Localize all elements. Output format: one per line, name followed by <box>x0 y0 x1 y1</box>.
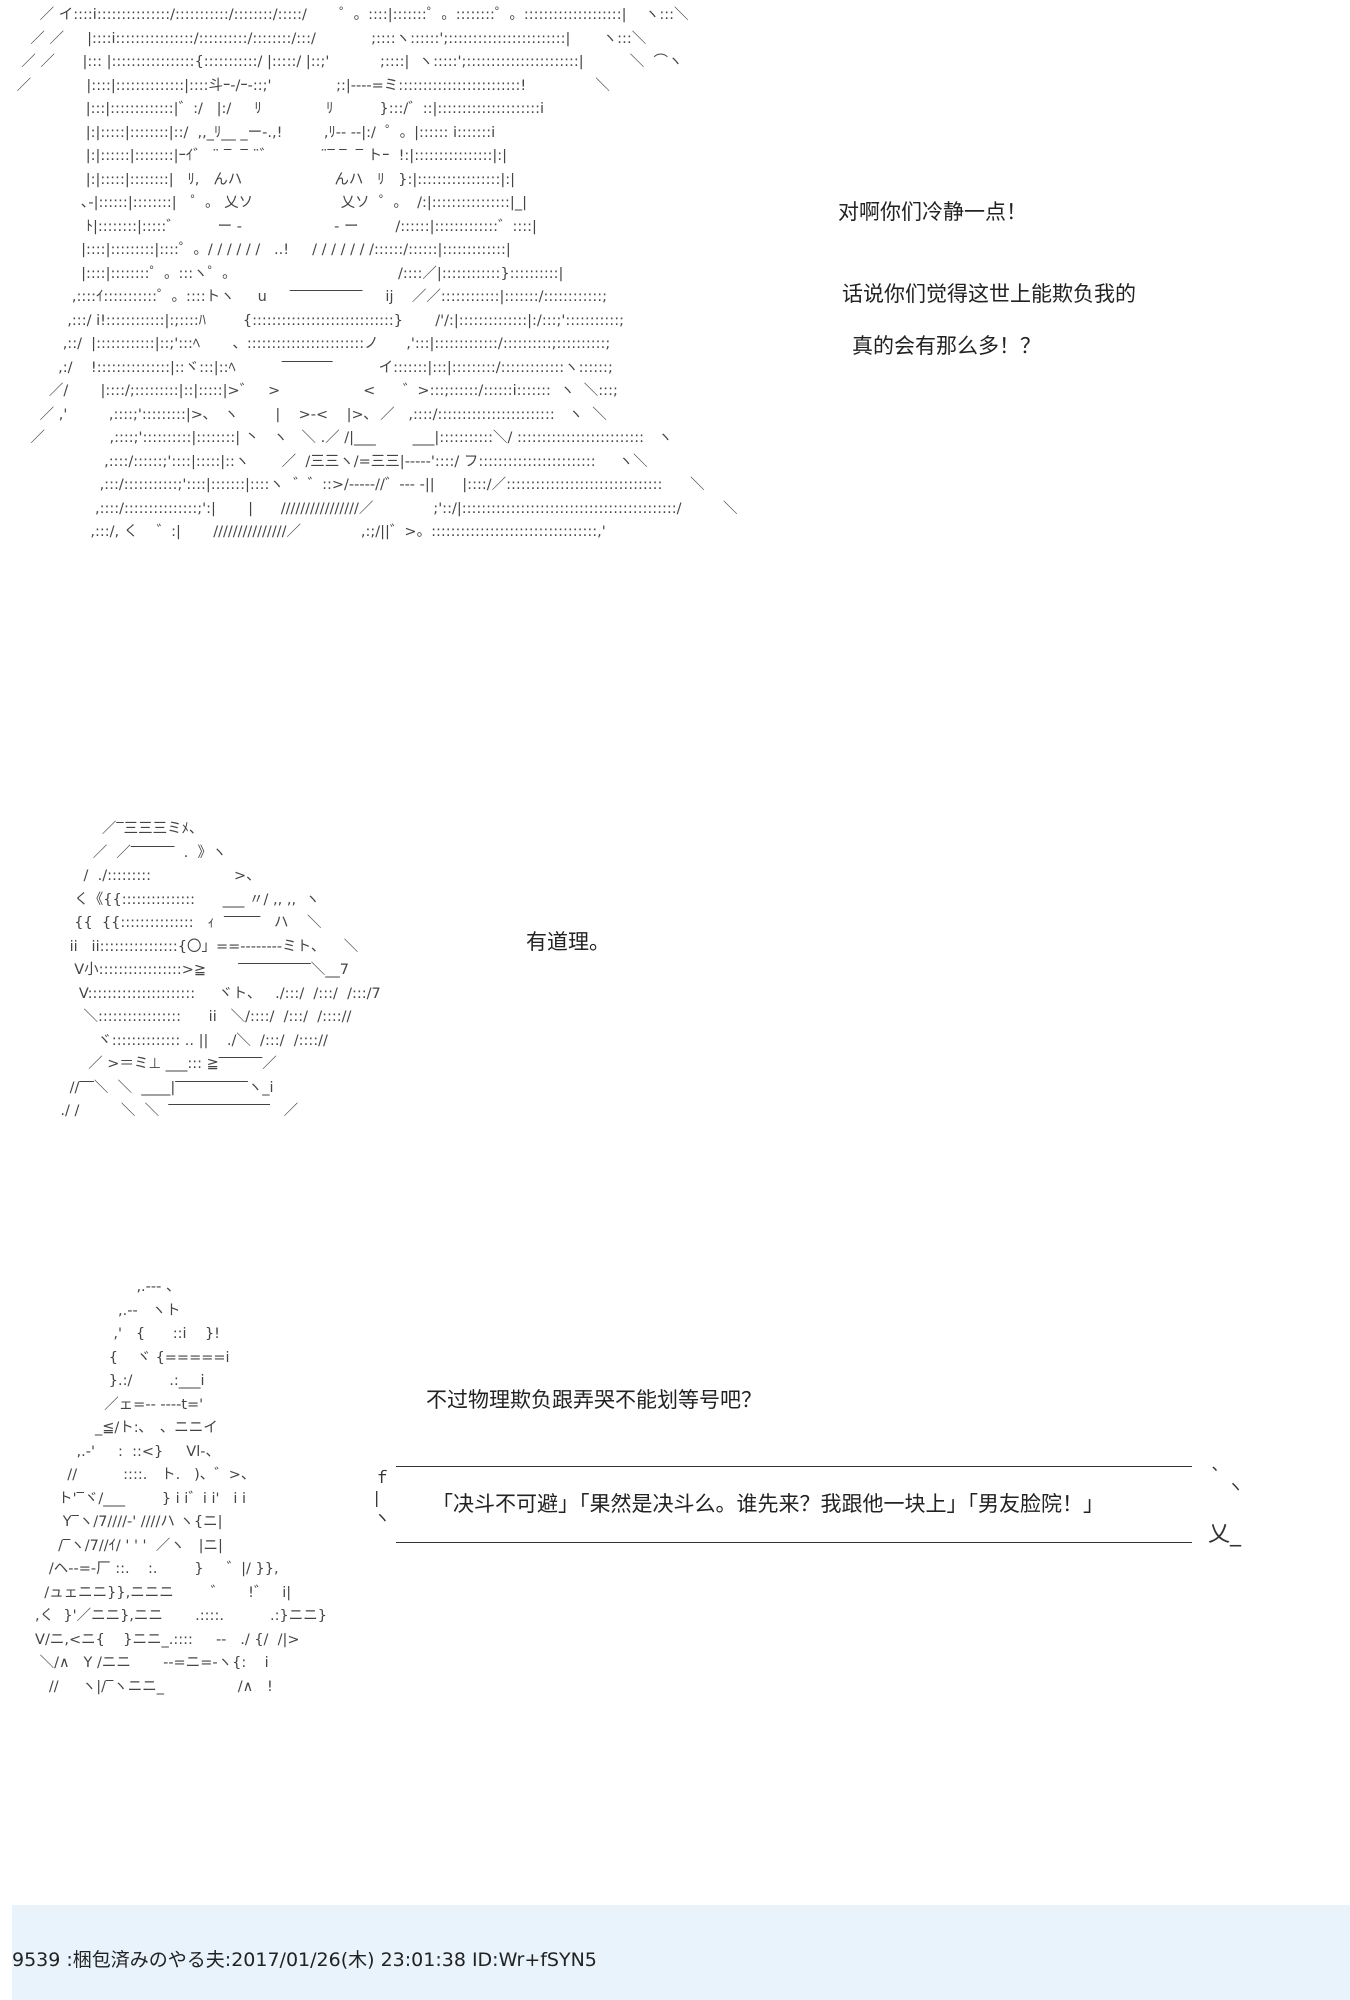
speech-bubble-text: 「决斗不可避」「果然是决斗么。谁先来？我跟他一块上」「男友脸院！」 <box>432 1492 1104 1516</box>
speech-bubble: ｆ | ヽ 「决斗不可避」「果然是决斗么。谁先来？我跟他一块上」「男友脸院！」 … <box>372 1454 1243 1562</box>
ascii-art-scene-3: ,.‐‐- 、 ,.‐‐ ヽト ,' { ::i }! { ヾ {=====i … <box>35 1279 327 1695</box>
ascii-art-scene-1: ／ イ::::i:::::::::::::::/:::::::::::/::::… <box>16 7 738 540</box>
dialogue-line-1: 对啊你们冷静一点！ <box>838 200 1027 224</box>
post-footer: 9539 :梱包済みのやる夫:2017/01/26(木) 23:01:38 ID… <box>12 1905 1350 2000</box>
post-meta: 9539 :梱包済みのやる夫:2017/01/26(木) 23:01:38 ID… <box>12 1949 597 1971</box>
speech-bubble-tail-bottom: 乂_ <box>1208 1522 1242 1547</box>
dialogue-line-4: 有道理。 <box>526 930 610 954</box>
speech-bubble-left-edge: ｆ | ヽ <box>374 1468 391 1527</box>
ascii-art-scene-2: ／‾三三三ミﾒ、 ／ ／‾‾‾‾‾‾ . 》ヽ / ./::::::::: >、… <box>60 821 381 1119</box>
speech-bubble-top-rule <box>396 1466 1192 1467</box>
post-body: ／ イ::::i:::::::::::::::/:::::::::::/::::… <box>12 0 1350 1905</box>
dialogue-line-5: 不过物理欺负跟弄哭不能划等号吧？ <box>426 1388 762 1412</box>
speech-bubble-tail-top: ､ ヽ <box>1212 1455 1244 1496</box>
dialogue-line-2: 话说你们觉得这世上能欺负我的 <box>842 282 1136 306</box>
speech-bubble-bottom-rule <box>396 1542 1192 1543</box>
dialogue-line-3: 真的会有那么多！？ <box>852 334 1041 358</box>
